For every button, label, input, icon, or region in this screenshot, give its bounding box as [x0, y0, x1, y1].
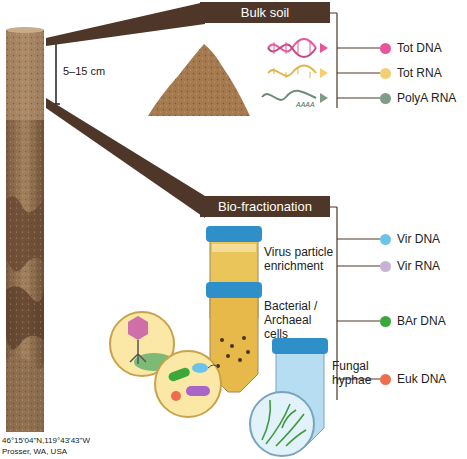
rna-strand — [268, 66, 328, 79]
dna-helix — [268, 39, 328, 57]
legend-text: PolyA RNA — [397, 91, 456, 105]
banner-text: Bio-fractionation — [218, 199, 312, 214]
legend-text: Tot RNA — [397, 66, 442, 80]
legend-swatch — [380, 316, 391, 327]
legend-swatch — [380, 374, 391, 385]
tube-label: Virus particle enrichment — [264, 246, 340, 274]
location-label: Prosser, WA, USA — [2, 447, 67, 456]
legend-swatch — [380, 234, 391, 245]
legend-swatch — [380, 68, 391, 79]
legend-swatch — [380, 261, 391, 272]
legend-text: Vir DNA — [397, 232, 440, 246]
legend-text: Tot DNA — [397, 41, 442, 55]
soil-pile — [148, 44, 250, 116]
banner-text: Bulk soil — [241, 5, 289, 20]
fungal-circle — [250, 392, 314, 456]
soil-core — [6, 27, 44, 432]
section-banner: Bulk soil — [200, 2, 330, 23]
legend-text: Vir RNA — [397, 259, 440, 273]
bacteria-circle — [155, 351, 221, 417]
polya-rna-strand — [262, 91, 328, 103]
legend-swatch — [380, 93, 391, 104]
tube-label: Fungal hyphae — [332, 360, 378, 388]
depth-bracket — [52, 40, 60, 104]
group-tick — [337, 48, 380, 379]
tube-label: Bacterial / Archaeal cells — [264, 300, 334, 341]
polya-tail-label: AAAA — [296, 101, 315, 109]
dimension-label: 5–15 cm — [63, 65, 105, 78]
legend-text: BAr DNA — [397, 314, 446, 328]
section-banner: Bio-fractionation — [200, 196, 330, 217]
legend-text: Euk DNA — [397, 372, 446, 386]
coordinates-label: 46°15'04"N,119°43'43"W — [2, 436, 90, 445]
zoom-wedge — [46, 2, 205, 46]
legend-swatch — [380, 43, 391, 54]
